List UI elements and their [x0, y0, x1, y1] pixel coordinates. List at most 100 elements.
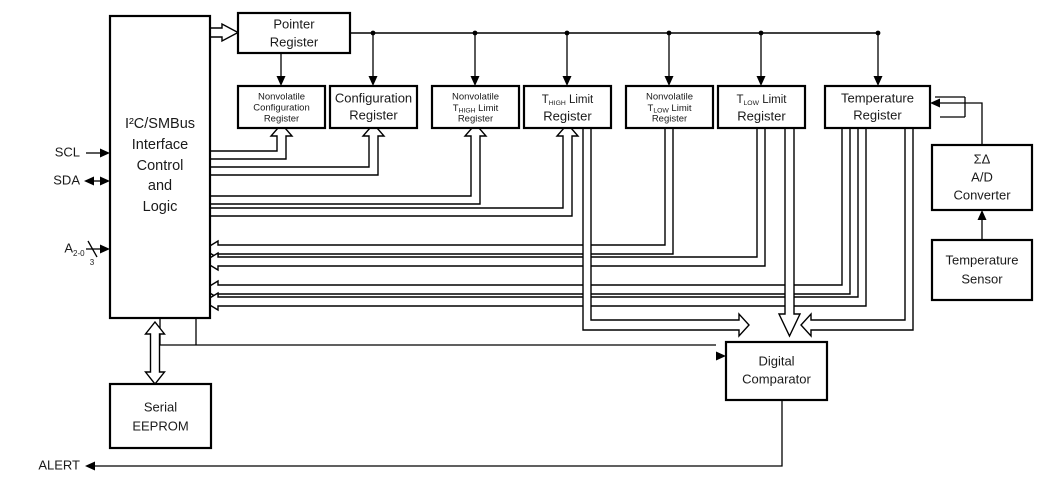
block-label-line-3: Converter — [953, 187, 1011, 202]
block-sigma-delta-ad-converter[interactable]: ΣΔ A/D Converter — [930, 143, 1034, 212]
block-outline — [430, 84, 521, 130]
pin-address-bus[interactable]: A 2-0 3 — [64, 240, 110, 267]
t-subscript: HIGH — [549, 100, 566, 107]
arrowhead-right — [716, 351, 726, 361]
block-temperature-register[interactable]: Temperature Register — [823, 84, 932, 130]
block-outline — [522, 84, 613, 130]
comparator-input-bus-tlow — [777, 127, 802, 338]
block-tlow-limit-register[interactable]: TLOW Limit Register — [716, 84, 807, 130]
arrowhead-left — [930, 98, 940, 108]
arrowhead-left — [84, 176, 94, 186]
block-nonvolatile-thigh-limit-register[interactable]: Nonvolatile THIGH Limit Register — [430, 84, 521, 130]
arrowhead-down — [368, 76, 378, 86]
pin-sda[interactable]: SDA — [53, 172, 110, 187]
block-label-line-1: I²C/SMBus — [125, 116, 195, 132]
block-label-line-3: Control — [137, 158, 184, 174]
block-temperature-sensor[interactable]: Temperature Sensor — [930, 238, 1034, 302]
block-label-line-2: Register — [737, 108, 786, 123]
t-prefix: T — [648, 103, 654, 114]
arrowhead-right — [100, 244, 110, 254]
t-prefix: T — [737, 94, 744, 106]
block-i2c-smbus-interface[interactable]: I²C/SMBus Interface Control and Logic — [108, 14, 212, 320]
block-label-line-2: Register — [543, 108, 592, 123]
t-prefix: T — [542, 94, 549, 106]
block-configuration-register[interactable]: Configuration Register — [328, 84, 419, 130]
pin-label-address: A — [64, 240, 73, 255]
block-label-line-1: TLOW Limit — [737, 94, 788, 107]
arrowhead-left — [85, 461, 95, 471]
block-outline — [716, 84, 807, 130]
pointer-distribution-bus — [350, 30, 881, 36]
pin-scl[interactable]: SCL — [55, 144, 110, 159]
block-label-line-2: Register — [349, 107, 398, 122]
t-subscript: LOW — [653, 107, 669, 114]
pin-label-sda: SDA — [53, 172, 80, 187]
block-label-line-2: Sensor — [961, 271, 1003, 286]
block-label-line-1: THIGH Limit — [542, 94, 594, 107]
block-label-line-1: Pointer — [273, 16, 315, 31]
block-thigh-limit-register[interactable]: THIGH Limit Register — [522, 84, 613, 130]
bus-slash-marker — [87, 240, 98, 258]
comparator-input-bus-temperature — [800, 127, 914, 338]
block-label-line-1: Serial — [144, 399, 177, 414]
t-suffix: Limit — [759, 94, 787, 106]
bus-width-label: 3 — [90, 258, 95, 267]
adc-to-temperature-register-line — [930, 96, 983, 145]
block-label-line-4: and — [148, 178, 172, 194]
pointer-drop-arrows — [276, 33, 883, 86]
block-outline — [930, 143, 1034, 212]
block-serial-eeprom[interactable]: Serial EEPROM — [108, 382, 213, 450]
arrowhead-right — [100, 148, 110, 158]
block-label-line-2: Register — [853, 107, 902, 122]
block-label-line-2: TLOW Limit — [648, 103, 692, 115]
block-label-line-1: Digital — [758, 353, 794, 368]
block-nonvolatile-configuration-register[interactable]: Nonvolatile Configuration Register — [236, 84, 327, 130]
block-outline — [236, 11, 352, 55]
arrowhead-down — [873, 76, 883, 86]
arrowhead-down — [756, 76, 766, 86]
interface-to-pointer-bus — [209, 22, 240, 43]
block-label-line-2: Configuration — [253, 103, 310, 114]
interface-read-bus-temperature2 — [202, 127, 867, 312]
block-label-line-5: Logic — [143, 199, 178, 215]
block-label-line-3: Register — [458, 114, 493, 125]
pin-label-scl: SCL — [55, 144, 80, 159]
t-suffix: Limit — [669, 103, 692, 114]
block-digital-comparator[interactable]: Digital Comparator — [724, 340, 829, 402]
block-label-line-1: Nonvolatile — [452, 92, 499, 103]
pin-label-address-subscript: 2-0 — [73, 249, 85, 258]
block-label-line-3: Register — [652, 114, 687, 125]
interface-eeprom-bus — [144, 320, 166, 386]
block-label-line-3: Register — [264, 114, 299, 125]
block-label-line-1: Configuration — [335, 90, 412, 105]
block-nonvolatile-tlow-limit-register[interactable]: Nonvolatile TLOW Limit Register — [624, 84, 715, 130]
t-subscript: LOW — [744, 100, 760, 107]
t-suffix: Limit — [566, 94, 594, 106]
block-label-line-2: A/D — [971, 169, 993, 184]
block-outline — [236, 84, 327, 130]
arrowhead-down — [562, 76, 572, 86]
arrowhead-down — [470, 76, 480, 86]
block-outline — [823, 84, 932, 130]
arrowhead-down — [276, 76, 286, 86]
block-outline — [624, 84, 715, 130]
comparator-input-bus-thigh — [582, 127, 750, 338]
t-suffix: Limit — [476, 103, 499, 114]
block-label-line-2: Register — [270, 34, 319, 49]
block-pointer-register[interactable]: Pointer Register — [236, 11, 352, 55]
block-outline — [108, 14, 212, 320]
arrowhead-down — [664, 76, 674, 86]
comparator-to-alert-line — [85, 400, 783, 471]
t-subscript: HIGH — [459, 107, 476, 114]
interface-write-bus-configuration — [209, 122, 386, 176]
pin-alert[interactable]: ALERT — [38, 457, 80, 472]
block-label-line-1: Temperature — [946, 252, 1019, 267]
block-label-line-1: Nonvolatile — [646, 92, 693, 103]
sensor-to-adc-line — [977, 210, 987, 240]
t-prefix: T — [453, 103, 459, 114]
arrowhead-right — [100, 176, 110, 186]
interface-write-bus-thigh — [209, 122, 488, 205]
block-label-line-1: Nonvolatile — [258, 92, 305, 103]
